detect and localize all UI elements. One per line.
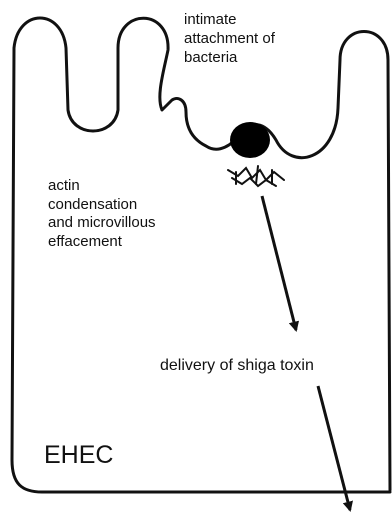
enterocyte-cell-outline: [12, 18, 390, 492]
actin-pedestal-shape: [228, 166, 284, 186]
label-actin-line-3: and microvillous: [48, 214, 156, 233]
label-attachment-line-3: bacteria: [184, 48, 275, 67]
label-attachment-line-2: attachment of: [184, 29, 275, 48]
label-attachment-line-1: intimate: [184, 10, 275, 29]
label-actin-line-1: actin: [48, 177, 156, 196]
label-actin-condensation: actin condensation and microvillous effa…: [48, 177, 156, 251]
bacterium-shape: [230, 122, 270, 158]
arrow-to-toxin-delivery: [262, 196, 296, 330]
label-shiga-toxin-delivery: delivery of shiga toxin: [160, 356, 314, 375]
label-actin-line-2: condensation: [48, 196, 156, 215]
label-intimate-attachment: intimate attachment of bacteria: [184, 10, 275, 67]
label-actin-line-4: effacement: [48, 233, 156, 252]
label-ehec: EHEC: [44, 440, 113, 470]
